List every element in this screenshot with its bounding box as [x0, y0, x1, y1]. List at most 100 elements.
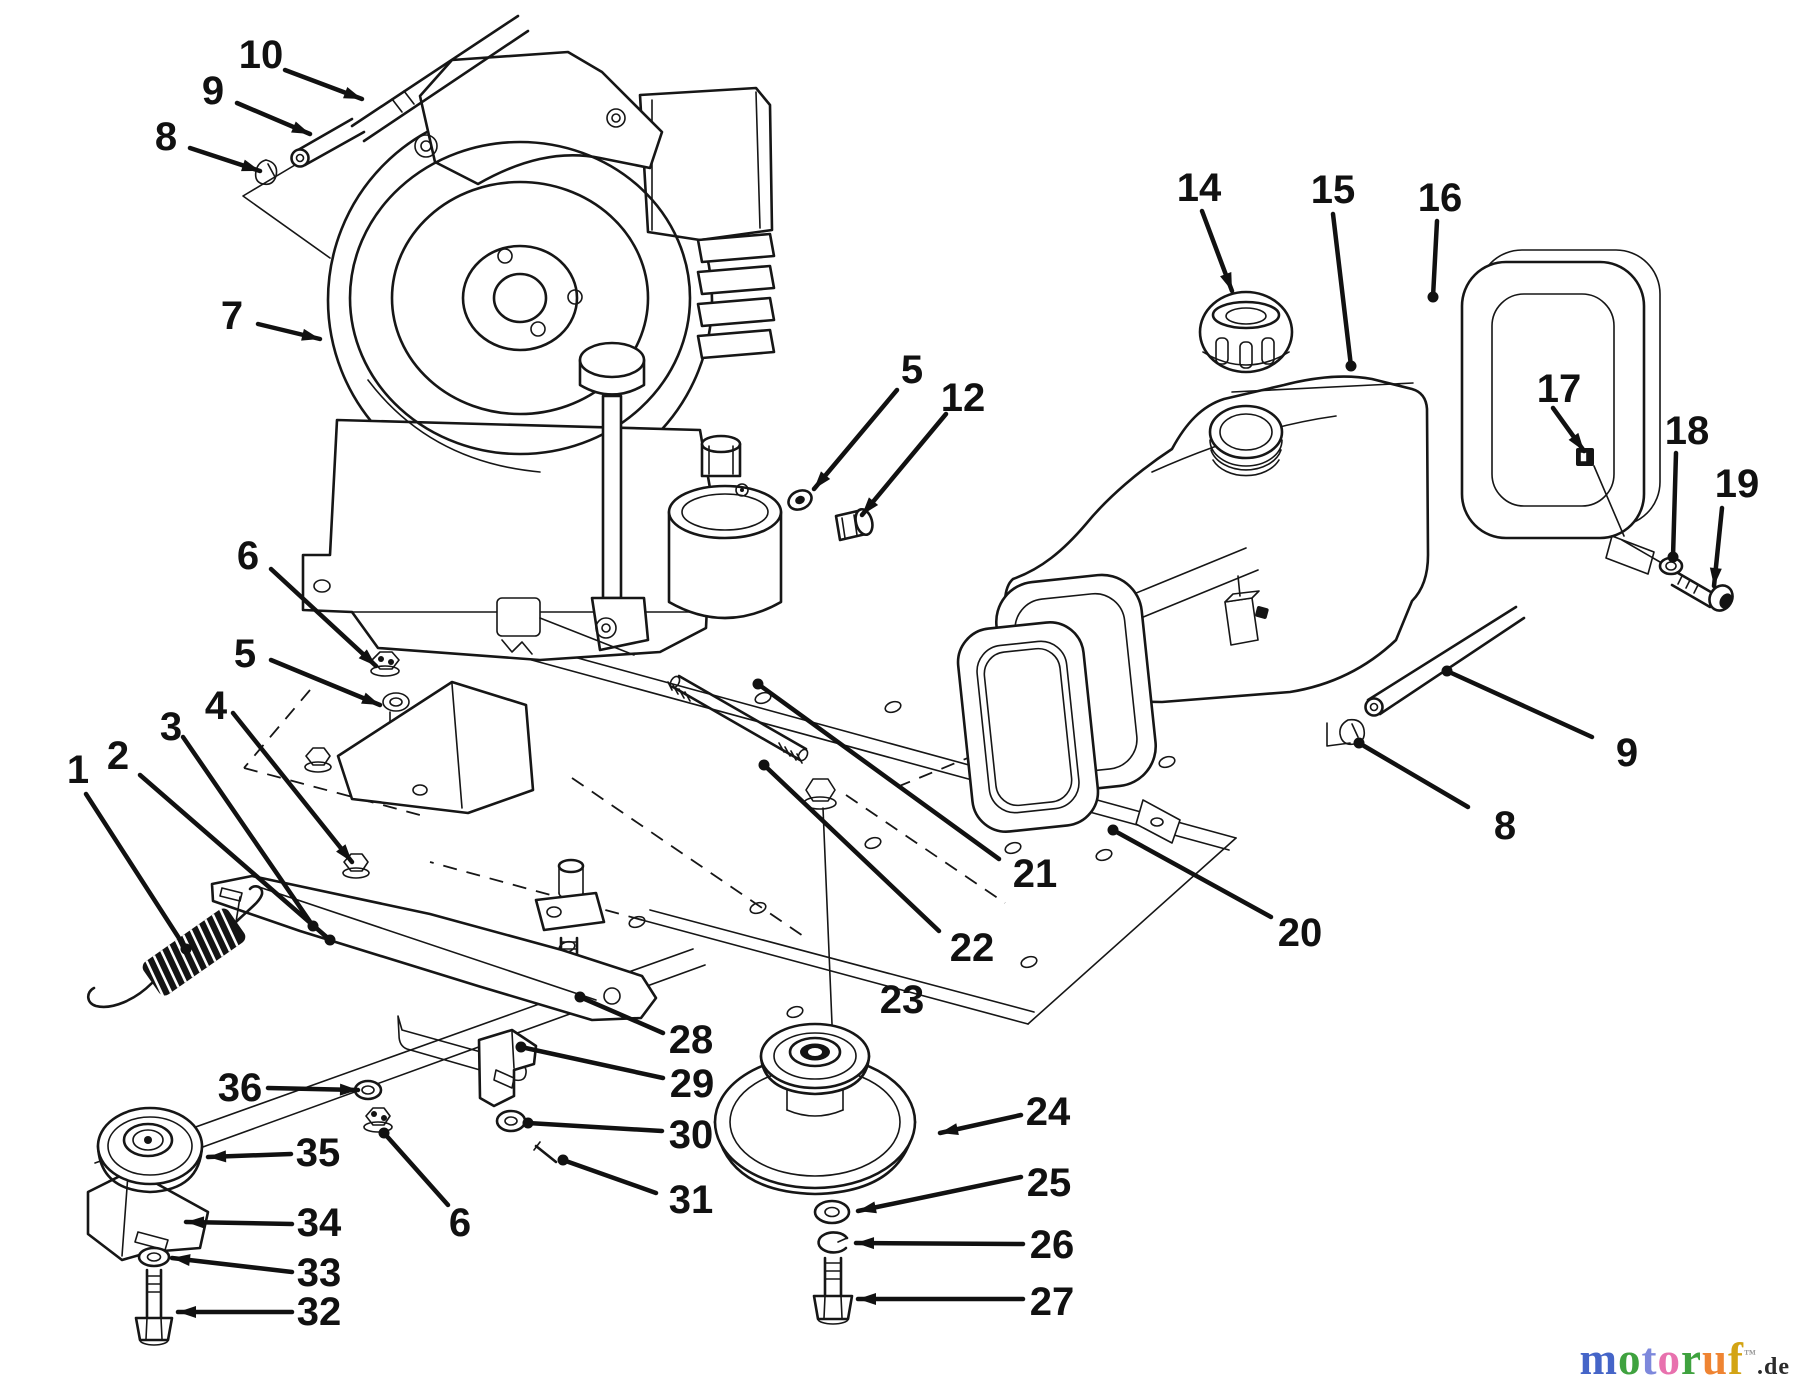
leader-dot-15	[1345, 360, 1357, 372]
callout-number-10: 10	[239, 33, 284, 77]
leader-line-18	[1670, 450, 1679, 560]
callout-10-0: 10	[239, 33, 365, 102]
callout-number-24: 24	[1026, 1090, 1071, 1134]
extension-spring	[86, 884, 264, 1009]
callout-5-4: 5	[811, 348, 923, 492]
callout-number-9: 9	[202, 69, 224, 113]
callout-32-26: 32	[175, 1290, 341, 1334]
callout-35-29: 35	[205, 1131, 341, 1175]
callout-9-1: 9	[202, 69, 313, 137]
callout-19-11: 19	[1709, 462, 1759, 589]
filler-neck	[1208, 404, 1284, 477]
callout-23-17: 23	[880, 978, 925, 1022]
leader-dot-2	[324, 934, 336, 946]
callout-number-33: 33	[297, 1251, 342, 1295]
callout-number-3: 3	[160, 705, 182, 749]
callout-number-26: 26	[1030, 1223, 1075, 1267]
leader-arrow-27	[858, 1293, 876, 1305]
callout-33-27: 33	[169, 1251, 342, 1295]
leader-line-6	[268, 566, 379, 669]
bolt-27	[812, 1256, 854, 1325]
watermark-letter: m	[1579, 1334, 1618, 1384]
leader-line-12	[859, 411, 949, 518]
hairpin-clip	[254, 159, 278, 186]
leader-dot-22	[758, 759, 770, 771]
callout-24-18: 24	[937, 1090, 1071, 1136]
leader-line-28	[577, 994, 666, 1036]
callout-18-10: 18	[1665, 409, 1710, 563]
leader-arrow-36	[339, 1083, 358, 1096]
fuel-tank-assembly	[956, 249, 1734, 844]
callout-number-35: 35	[296, 1131, 341, 1175]
leader-line-8	[1356, 740, 1471, 810]
threaded-rod	[667, 674, 809, 764]
plate-corner-edge	[242, 161, 331, 259]
fuel-cap	[1198, 290, 1294, 374]
idler-bracket	[336, 680, 535, 815]
callout-number-34: 34	[297, 1201, 342, 1245]
leader-arrow-12	[862, 497, 879, 515]
handle-rod-and-tube	[254, 14, 530, 186]
leader-dot-21	[752, 678, 764, 690]
callout-8-2: 8	[155, 115, 263, 174]
callout-number-18: 18	[1665, 409, 1710, 453]
leader-arrow-25	[858, 1201, 877, 1214]
carb-linkage	[496, 597, 635, 656]
starter-motor	[667, 434, 783, 620]
watermark-letter: o	[1657, 1334, 1681, 1384]
callout-21-15: 21	[752, 678, 1057, 896]
leader-arrow-10	[343, 87, 362, 99]
leader-line-25	[855, 1174, 1024, 1214]
leader-arrow-35	[208, 1150, 227, 1163]
callout-25-19: 25	[855, 1161, 1071, 1214]
leader-arrow-4	[336, 844, 352, 862]
leader-arrow-19	[1709, 567, 1722, 586]
leader-line-31	[560, 1157, 659, 1196]
stack-pulley	[713, 1022, 917, 1196]
flat-idler-assembly	[86, 1079, 393, 1346]
callout-number-7: 7	[221, 294, 243, 338]
starter-hardware	[787, 489, 874, 542]
callout-12-5: 12	[859, 376, 985, 518]
leader-arrow-14	[1220, 272, 1232, 291]
callout-36-30: 36	[218, 1066, 361, 1110]
callout-27-21: 27	[855, 1280, 1075, 1324]
leader-line-2	[137, 772, 333, 943]
fuel-shutoff	[1224, 575, 1269, 646]
leader-line-30	[525, 1120, 665, 1134]
leader-arrow-33	[172, 1254, 191, 1267]
leader-line-22	[761, 762, 942, 934]
leader-line-5	[268, 657, 383, 708]
callout-28-22: 28	[574, 991, 713, 1062]
callout-number-22: 22	[950, 926, 995, 970]
callout-number-2: 2	[107, 734, 129, 778]
duct-flange-ring	[956, 621, 1100, 833]
leader-line-5	[811, 387, 900, 492]
leader-arrow-34	[186, 1216, 205, 1229]
leader-dot-30	[522, 1117, 534, 1129]
watermark-letter: t	[1641, 1334, 1658, 1384]
callout-number-14: 14	[1177, 166, 1222, 210]
sleeve-foot	[1135, 799, 1181, 844]
leader-line-3	[180, 734, 316, 929]
callout-29-23: 29	[515, 1041, 714, 1106]
callout-number-27: 27	[1030, 1280, 1075, 1324]
watermark-letter: f	[1728, 1334, 1744, 1384]
leader-arrow-8	[241, 159, 260, 172]
leader-dot-9	[1441, 665, 1453, 677]
callout-number-30: 30	[669, 1113, 714, 1157]
leader-dot-28	[574, 991, 586, 1003]
callout-number-36: 36	[218, 1066, 263, 1110]
leader-line-33	[169, 1255, 295, 1275]
callout-number-1: 1	[67, 748, 89, 792]
tank-bracket	[1460, 249, 1661, 575]
callout-number-8: 8	[1494, 804, 1516, 848]
callout-4-34: 4	[205, 684, 355, 865]
idler-arm	[210, 874, 658, 1022]
cylinder-fins	[696, 232, 776, 360]
leader-dot-8	[1353, 737, 1365, 749]
nut-6-lower	[363, 1107, 393, 1133]
callout-5-33: 5	[234, 632, 383, 708]
callout-2-36: 2	[107, 734, 336, 946]
